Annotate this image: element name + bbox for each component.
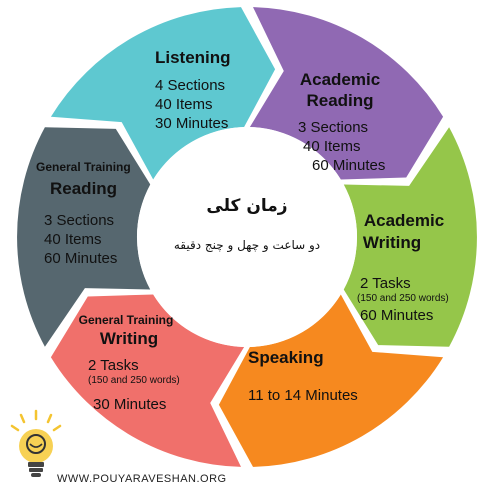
academic-reading-detail: 60 Minutes bbox=[312, 157, 386, 174]
academic-writing-note: (150 and 250 words) bbox=[357, 293, 449, 304]
academic-writing-title: Writing bbox=[362, 233, 422, 252]
center-circle bbox=[137, 127, 357, 347]
listening-detail: 4 Sections bbox=[155, 77, 226, 94]
general-reading-title: General Training bbox=[36, 160, 131, 174]
speaking-detail: 11 to 14 Minutes bbox=[248, 387, 358, 404]
website-url: WWW.POUYARAVESHAN.ORG bbox=[57, 473, 227, 485]
academic-writing-detail: 2 Tasks bbox=[360, 275, 411, 292]
center-title: زمان کلی bbox=[206, 196, 288, 216]
lightbulb-logo bbox=[10, 409, 62, 477]
listening-segment bbox=[50, 7, 276, 180]
general-writing-title: Writing bbox=[99, 329, 159, 348]
listening-title: Listening bbox=[155, 48, 231, 67]
academic-reading-detail: 40 Items bbox=[303, 138, 361, 155]
general-reading-detail: 60 Minutes bbox=[44, 250, 118, 267]
listening-detail: 40 Items bbox=[155, 96, 213, 113]
general-writing-detail: 2 Tasks bbox=[88, 357, 139, 374]
general-reading-detail: 3 Sections bbox=[44, 212, 115, 229]
general-writing-title: General Training bbox=[78, 313, 174, 327]
academic-writing-detail: 60 Minutes bbox=[360, 307, 434, 324]
speaking-segment bbox=[218, 294, 444, 467]
general-reading-detail: 40 Items bbox=[44, 231, 102, 248]
general-reading-segment bbox=[17, 127, 151, 347]
general-reading-title: Reading bbox=[50, 179, 118, 198]
academic-writing-segment bbox=[343, 127, 477, 347]
academic-reading-title: Reading bbox=[306, 91, 374, 110]
general-writing-detail: 30 Minutes bbox=[93, 396, 167, 413]
academic-writing-title: Academic bbox=[363, 211, 445, 230]
general-writing-note: (150 and 250 words) bbox=[88, 375, 180, 386]
academic-reading-detail: 3 Sections bbox=[298, 119, 369, 136]
center-subtitle: دو ساعت و چهل و چنج دقیقه bbox=[173, 238, 321, 252]
speaking-title: Speaking bbox=[248, 348, 324, 367]
general-writing-segment bbox=[50, 294, 245, 467]
academic-reading-title: Academic bbox=[299, 70, 381, 89]
listening-detail: 30 Minutes bbox=[155, 115, 229, 132]
academic-reading-segment bbox=[249, 7, 444, 180]
